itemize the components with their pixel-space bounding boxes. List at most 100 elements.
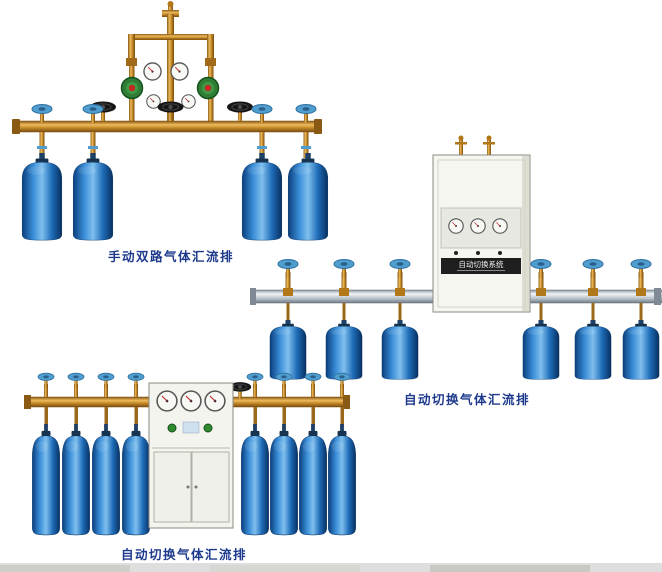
gas-cylinder xyxy=(325,320,363,380)
pressure-gauge-icon xyxy=(143,62,162,81)
auto-switch-right-illustration: 自动切换系统 xyxy=(250,135,662,380)
gas-cylinder xyxy=(327,424,357,536)
gas-cylinder xyxy=(121,424,151,536)
stub-ball xyxy=(486,135,492,141)
gas-cylinder xyxy=(622,320,660,380)
hose xyxy=(134,407,138,425)
valve-knob-icon xyxy=(530,259,552,278)
cabinet-label: 自动切换系统 xyxy=(459,259,504,269)
pipe-union-nut xyxy=(636,288,646,296)
riser-pipe xyxy=(74,384,78,397)
valve-knob-icon xyxy=(333,259,355,278)
gas-cylinder xyxy=(298,424,328,536)
hose xyxy=(286,303,290,323)
handwheel-valve-icon xyxy=(156,100,185,121)
green-button xyxy=(167,423,177,433)
caption-manual-manifold: 手动双路气体汇流排 xyxy=(108,250,235,264)
riser-tap-handle xyxy=(88,146,98,149)
manifold-pipe xyxy=(15,120,319,133)
riser-pipe xyxy=(538,272,544,290)
top-fitting xyxy=(162,10,179,17)
control-cabinet: 自动切换系统 xyxy=(432,135,531,313)
gas-cylinder xyxy=(522,320,560,380)
valve-knob-icon xyxy=(251,104,273,123)
gas-cylinder xyxy=(381,320,419,380)
control-cabinet xyxy=(148,382,234,529)
auto-switch-bottom-illustration xyxy=(24,372,357,536)
riser-pipe xyxy=(39,132,45,158)
pipe-end-cap xyxy=(654,288,661,305)
riser-pipe xyxy=(397,272,403,290)
valve-knob-icon xyxy=(82,104,104,123)
pipe-end-cap xyxy=(343,395,350,409)
valve-knob-icon xyxy=(389,259,411,278)
valve-knob-icon xyxy=(333,372,351,388)
cabinet-top-stub xyxy=(459,139,463,156)
valve-knob-icon xyxy=(37,372,55,388)
riser-tap-handle xyxy=(37,146,47,149)
indicator-led xyxy=(498,251,502,255)
top-valve-ball xyxy=(167,1,174,7)
hose xyxy=(539,303,543,323)
valve-knob-icon xyxy=(127,372,145,388)
valve-knob-icon xyxy=(582,259,604,278)
hose xyxy=(591,303,595,323)
cropped-bottom-strip xyxy=(0,563,662,572)
cylinder-risers xyxy=(37,132,311,158)
pipe-union-nut xyxy=(536,288,546,296)
station-hoses xyxy=(44,407,344,425)
pressure-gauge-icon xyxy=(181,94,196,109)
right-branch-elbow xyxy=(207,34,214,64)
pressure-gauge-icon xyxy=(170,62,189,81)
gas-cylinder xyxy=(269,320,307,380)
cabinet-door-right xyxy=(191,451,230,523)
stub-handle xyxy=(483,142,495,145)
station-risers xyxy=(37,372,351,397)
pipe-end-cap xyxy=(314,119,322,134)
riser-pipe xyxy=(104,384,108,397)
left-union-nut xyxy=(126,58,137,66)
riser-pipe xyxy=(590,272,596,290)
gas-cylinder xyxy=(574,320,612,380)
pressure-gauge-icon xyxy=(156,390,178,412)
valve-knob-icon xyxy=(277,259,299,278)
hose xyxy=(342,303,346,323)
pipe-union-nut xyxy=(588,288,598,296)
center-riser-pipe xyxy=(167,14,174,122)
manual-manifold-illustration xyxy=(12,1,329,241)
strip-segment xyxy=(430,565,590,572)
cabinet-top-stub xyxy=(487,139,491,156)
caption-auto-switch-bottom: 自动切换气体汇流排 xyxy=(121,548,248,562)
gas-cylinder xyxy=(72,153,114,241)
hose xyxy=(44,407,48,425)
hose xyxy=(253,407,257,425)
tee-cross-pipe xyxy=(128,34,214,40)
hose xyxy=(282,407,286,425)
riser-pipe xyxy=(341,272,347,290)
door-handle xyxy=(194,485,198,489)
riser-pipe xyxy=(311,384,315,397)
pressure-gauge-icon xyxy=(180,390,202,412)
pipe-union-nut xyxy=(339,288,349,296)
riser-pipe xyxy=(303,132,309,158)
valve-knob-icon xyxy=(295,104,317,123)
valve-knob-icon xyxy=(97,372,115,388)
pipe-union-nut xyxy=(395,288,405,296)
riser-pipe xyxy=(282,384,286,397)
hose xyxy=(104,407,108,425)
indicator-led xyxy=(476,251,480,255)
riser-pipe xyxy=(44,384,48,397)
pressure-gauge-icon xyxy=(470,218,486,234)
regulator-icon xyxy=(196,76,220,100)
gas-cylinder xyxy=(91,424,121,536)
cabinet-label-subline xyxy=(457,270,505,271)
riser-pipe xyxy=(340,384,344,397)
indicator-led xyxy=(454,251,458,255)
riser-pipe xyxy=(134,384,138,397)
gas-cylinder xyxy=(21,153,63,241)
pressure-gauge-icon xyxy=(204,390,226,412)
valve-knob-icon xyxy=(275,372,293,388)
gas-cylinder xyxy=(269,424,299,536)
green-button xyxy=(203,423,213,433)
